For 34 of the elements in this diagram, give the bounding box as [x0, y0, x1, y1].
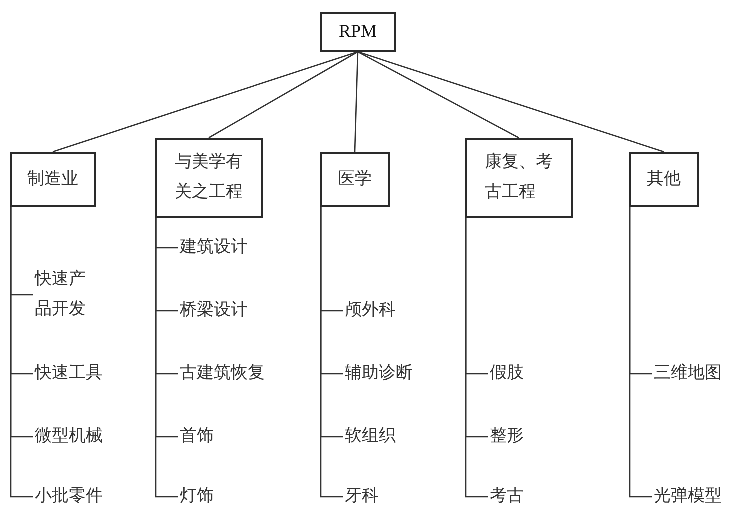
- category-box: 康复、考古工程: [465, 138, 573, 218]
- item-label: 辅助诊断: [345, 359, 413, 389]
- tree-line: [320, 207, 343, 498]
- item-label: 快速工具: [35, 359, 103, 389]
- item-label: 微型机械: [35, 422, 103, 452]
- tree-line: [629, 207, 652, 498]
- tree-line: [155, 218, 178, 498]
- category-box: 医学: [320, 152, 390, 207]
- item-label: 灯饰: [180, 482, 214, 509]
- item-label: 三维地图: [654, 359, 722, 389]
- item-label: 建筑设计: [180, 233, 248, 263]
- connector-line: [358, 51, 664, 153]
- connector-line: [358, 51, 520, 139]
- item-label: 考古: [490, 482, 524, 509]
- tree-line: [465, 218, 488, 498]
- connector-line: [354, 52, 359, 152]
- connector-line: [52, 51, 358, 153]
- item-label: 首饰: [180, 422, 214, 452]
- category-box: 与美学有关之工程: [155, 138, 263, 218]
- tree-line: [10, 207, 33, 498]
- item-label: 整形: [490, 422, 524, 452]
- connector-line: [208, 51, 358, 139]
- category-box: 制造业: [10, 152, 96, 207]
- item-label: 小批零件: [35, 482, 103, 509]
- item-label: 软组织: [345, 422, 396, 452]
- item-label: 光弹模型: [654, 482, 722, 509]
- item-label: 桥梁设计: [180, 296, 248, 326]
- category-box: 其他: [629, 152, 699, 207]
- item-label: 假肢: [490, 359, 524, 389]
- item-label: 牙科: [345, 482, 379, 509]
- item-label: 古建筑恢复: [180, 359, 265, 389]
- item-label: 颅外科: [345, 296, 396, 326]
- root-box: RPM: [320, 12, 396, 52]
- item-label: 快速产品开发: [35, 265, 89, 324]
